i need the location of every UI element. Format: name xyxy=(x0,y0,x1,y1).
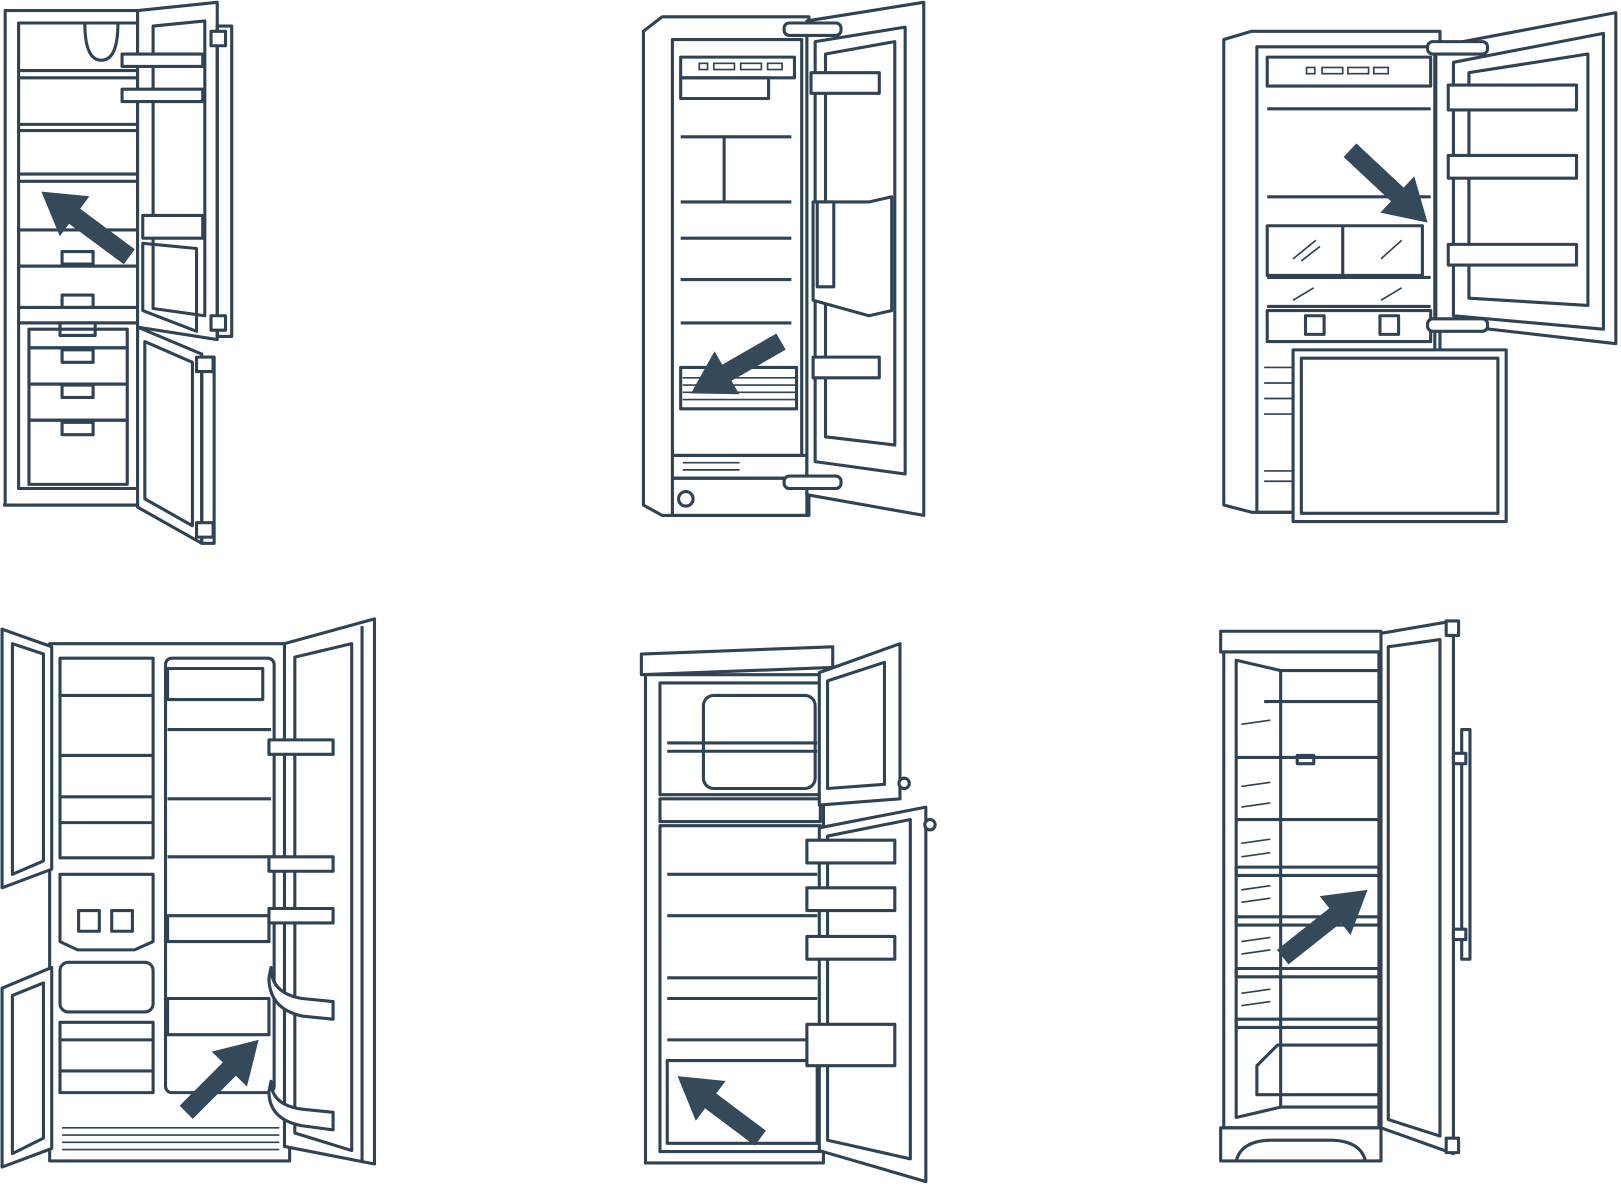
arrow-icon xyxy=(677,1076,766,1146)
arrow-icon xyxy=(691,333,786,395)
fridge-top-freezer xyxy=(639,642,937,1184)
arrow-icon xyxy=(179,1039,259,1119)
arrow-icon xyxy=(1343,143,1428,223)
fridge-combi-bottom-freezer xyxy=(3,0,234,545)
freezer-grille xyxy=(1264,366,1294,483)
arrow-icon xyxy=(41,191,135,265)
arrow-layer xyxy=(41,143,1428,1146)
fridge-built-in-combi xyxy=(1222,11,1618,524)
fridge-tall-single-door xyxy=(641,0,926,517)
fridge-side-by-side xyxy=(0,617,377,1169)
side-vents xyxy=(1241,719,1271,1007)
arrow-icon xyxy=(1276,889,1368,965)
fridge-tall-larder xyxy=(1219,619,1472,1163)
bottom-vent xyxy=(62,1126,280,1151)
